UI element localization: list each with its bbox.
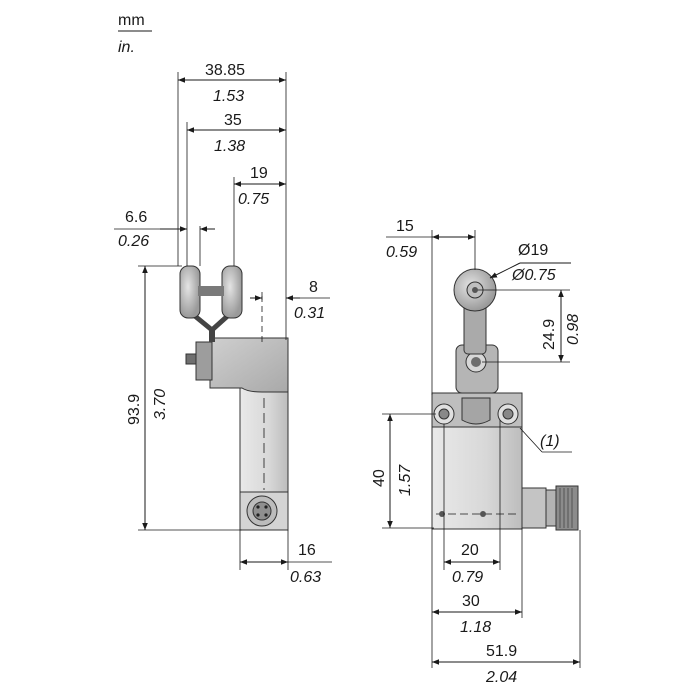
dim-arm-offset-in: 0.31 bbox=[294, 305, 325, 322]
dim-width-total-mm: 38.85 bbox=[205, 62, 245, 79]
dim-width-total-in: 1.53 bbox=[213, 88, 244, 105]
dim-body-height-mm: 40 bbox=[371, 469, 388, 487]
dim-lever-length-mm: 24.9 bbox=[541, 319, 558, 350]
dim-body-width-mm: 30 bbox=[462, 593, 480, 610]
dim-overall-width-in: 2.04 bbox=[485, 669, 517, 686]
front-view-dimensions: 15 0.59 Ø19 Ø0.75 24.9 0.98 (1) 40 1.57 … bbox=[371, 218, 582, 686]
roller-right bbox=[221, 265, 243, 319]
dim-hole-spacing-in: 0.79 bbox=[452, 569, 483, 586]
dim-body-depth-in: 0.63 bbox=[290, 569, 321, 586]
side-head bbox=[209, 337, 289, 393]
dim-body-height-in: 1.57 bbox=[397, 464, 414, 496]
dim-body-depth-mm: 16 bbox=[298, 542, 316, 559]
dim-roller-offset-mm: 19 bbox=[250, 165, 268, 182]
units-legend: mm in. bbox=[118, 12, 152, 56]
front-view bbox=[431, 268, 579, 531]
unit-mm: mm bbox=[118, 12, 145, 29]
screw-icon bbox=[185, 353, 197, 365]
roller-left bbox=[179, 265, 201, 319]
callout-label: (1) bbox=[540, 433, 560, 450]
side-view bbox=[179, 265, 289, 531]
dim-roller-offset-in: 0.75 bbox=[238, 191, 269, 208]
dim-overall-width-mm: 51.9 bbox=[486, 643, 517, 660]
dim-width-rollers-mm: 35 bbox=[224, 112, 242, 129]
dim-width-rollers-in: 1.38 bbox=[214, 138, 245, 155]
dim-body-width-in: 1.18 bbox=[460, 619, 491, 636]
dim-roller-width-mm: 6.6 bbox=[125, 209, 147, 226]
dim-arm-offset-mm: 8 bbox=[309, 279, 318, 296]
dim-roller-width-in: 0.26 bbox=[118, 233, 149, 250]
dim-hole-spacing-mm: 20 bbox=[461, 542, 479, 559]
dim-lever-offset-in: 0.59 bbox=[386, 244, 417, 261]
dim-lever-offset-mm: 15 bbox=[396, 218, 414, 235]
dim-lever-length-in: 0.98 bbox=[565, 314, 582, 345]
dim-height-total-in: 3.70 bbox=[152, 389, 169, 420]
unit-in: in. bbox=[118, 39, 135, 56]
dim-roller-diameter-in: Ø0.75 bbox=[511, 267, 556, 284]
cable-gland bbox=[521, 487, 547, 529]
side-view-dimensions: 38.85 1.53 35 1.38 19 0.75 6.6 0.26 8 0.… bbox=[114, 62, 332, 586]
dim-height-total-mm: 93.9 bbox=[126, 394, 143, 425]
dim-roller-diameter-mm: Ø19 bbox=[518, 242, 548, 259]
